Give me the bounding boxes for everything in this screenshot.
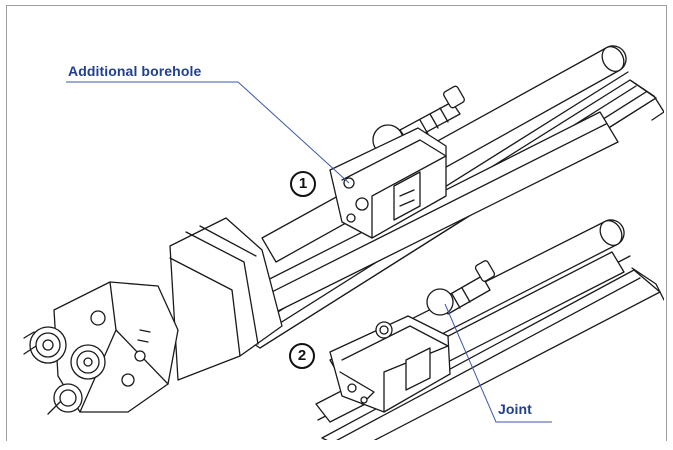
lower-assembly bbox=[315, 219, 664, 440]
additional-borehole-label: Additional borehole bbox=[68, 63, 202, 79]
lower-clamp-block bbox=[329, 315, 451, 413]
upper-assembly bbox=[23, 45, 664, 415]
clamp-block bbox=[329, 127, 447, 239]
joint-leader-line bbox=[444, 303, 552, 423]
borehole-leader-line bbox=[66, 81, 350, 184]
figure-frame bbox=[6, 5, 667, 441]
view-1-marker: 1 bbox=[290, 171, 316, 197]
joint-label: Joint bbox=[498, 401, 532, 417]
joint bbox=[426, 288, 454, 316]
housing bbox=[169, 217, 283, 381]
view-2-marker: 2 bbox=[289, 343, 315, 369]
